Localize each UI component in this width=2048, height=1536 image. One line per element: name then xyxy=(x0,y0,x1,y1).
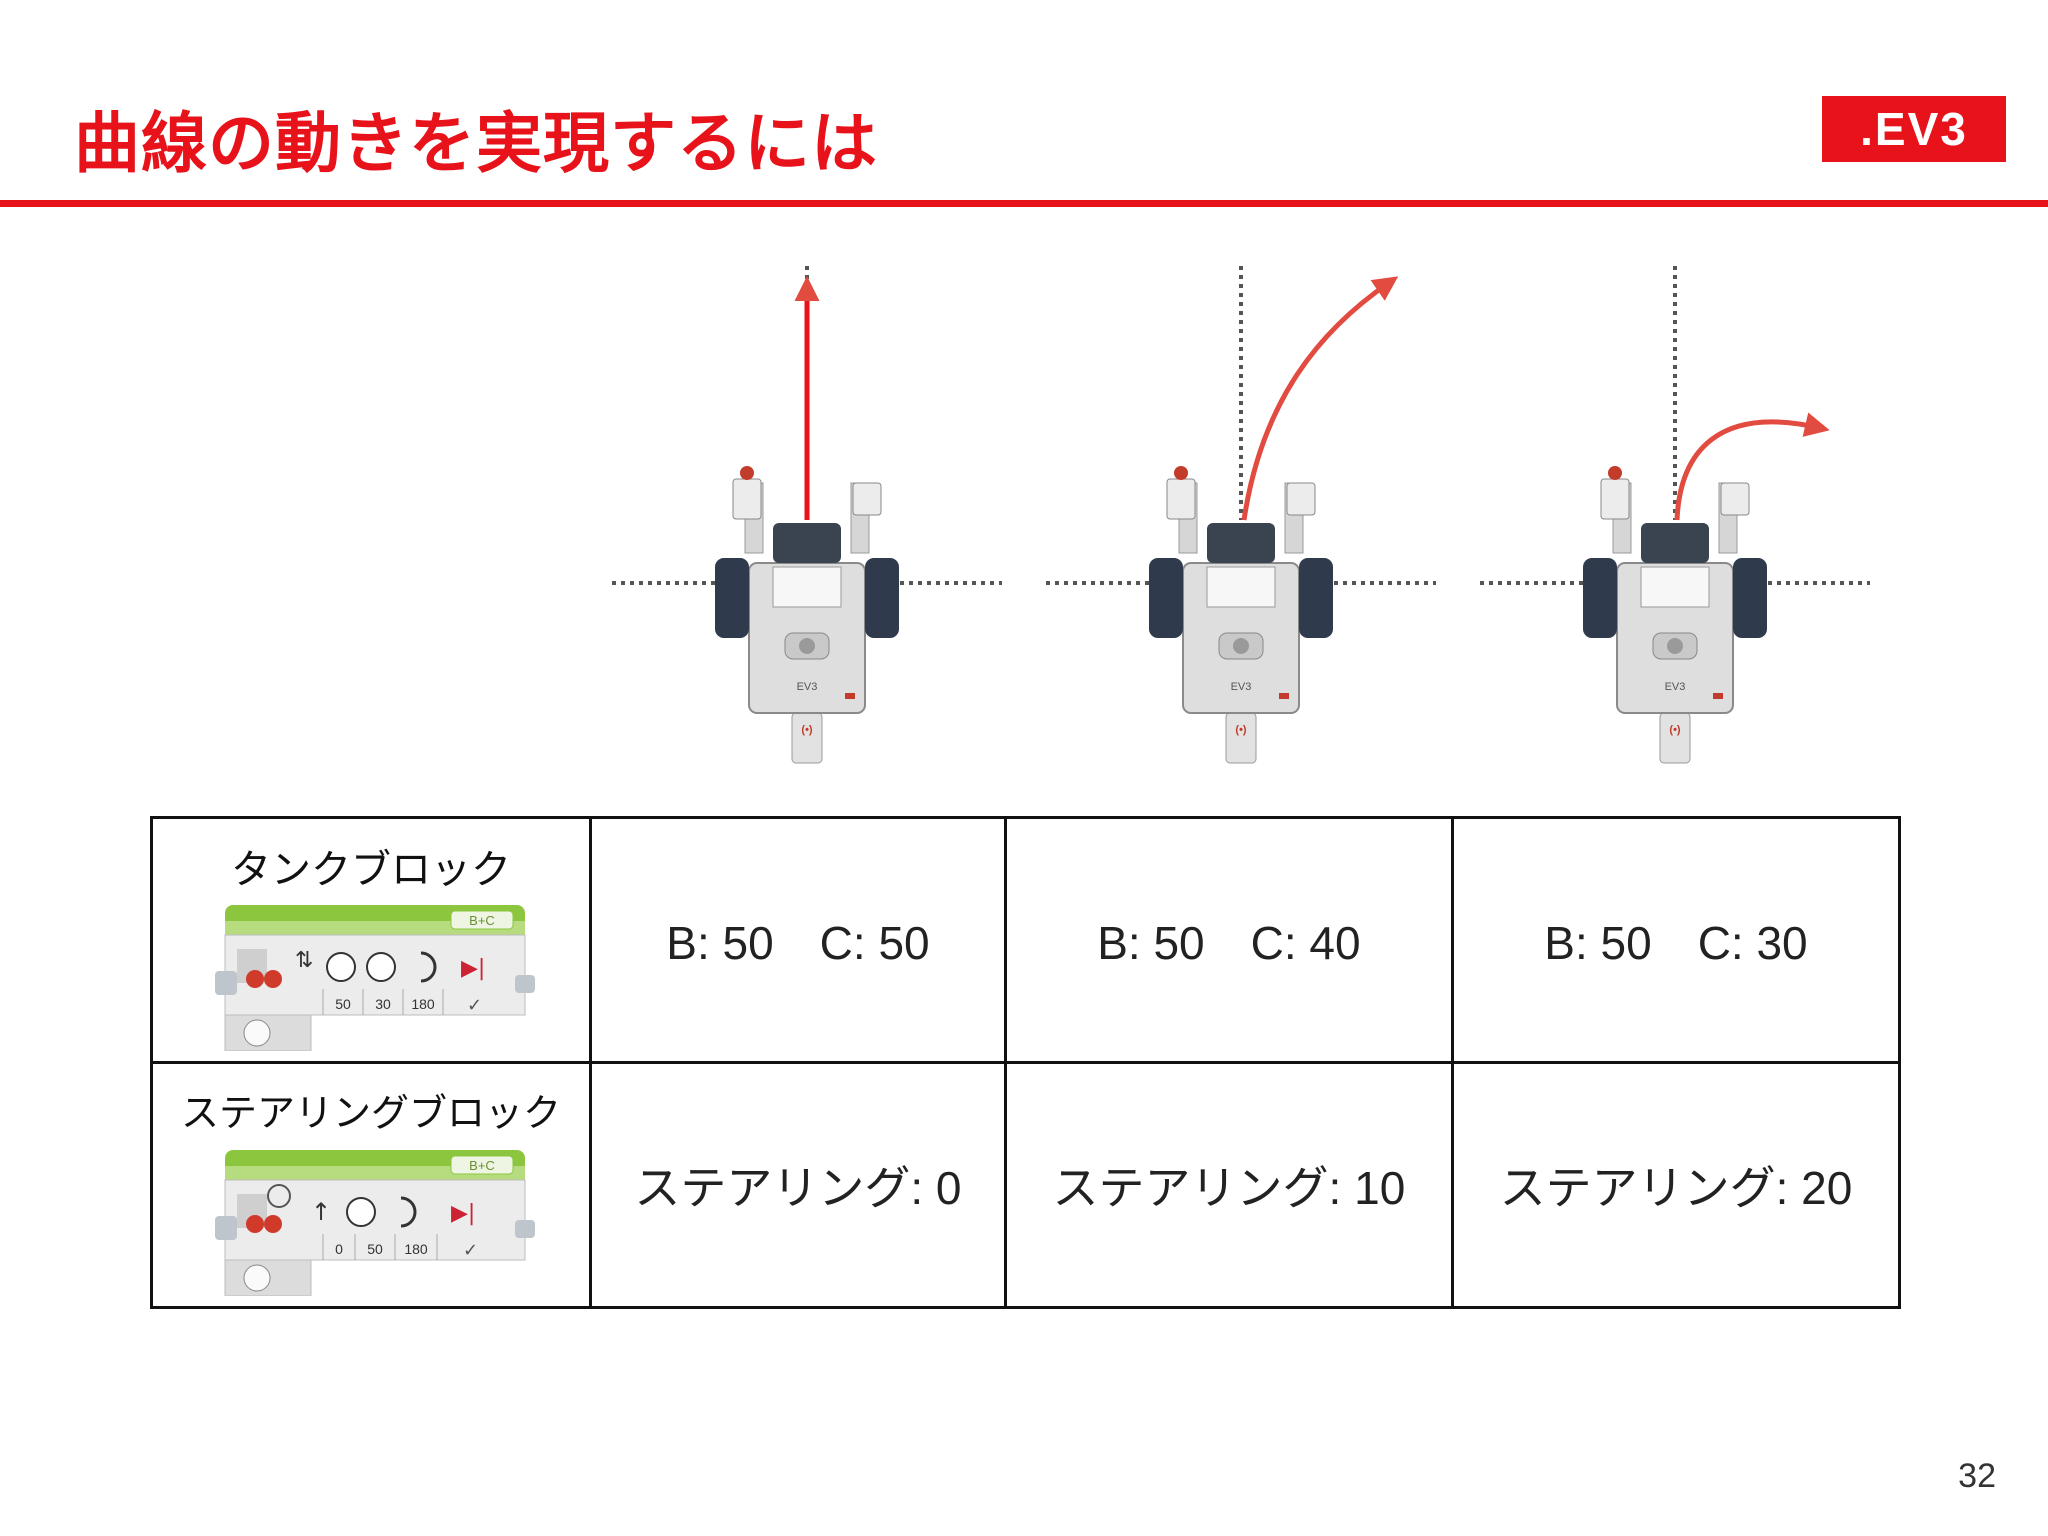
path-arrow-2 xyxy=(1241,276,1399,521)
settings-table: タンクブロック B+C ⇅ ▶| xyxy=(150,816,1902,1309)
svg-text:↑: ↑ xyxy=(311,1198,331,1226)
tank-block-icon: B+C ⇅ ▶| 50 30 180 ✓ xyxy=(215,905,535,1051)
slide-title: 曲線の動きを実現するには xyxy=(74,105,878,182)
table-row: タンクブロック B+C ⇅ ▶| xyxy=(150,816,1902,1064)
steering-port-label: B+C xyxy=(469,1158,495,1173)
svg-text:✓: ✓ xyxy=(467,995,482,1016)
steering-block-label: ステアリングブロック xyxy=(180,1091,561,1135)
tank-port-label: B+C xyxy=(469,913,495,928)
steering-block-icon: B+C ↑ ▶| 0 50 180 ✓ xyxy=(215,1150,535,1296)
page-number: 32 xyxy=(1958,1457,1996,1495)
tank-cell-1: B: 50 C: 50 xyxy=(589,816,1007,1064)
robot-label-3: EV3 xyxy=(1665,681,1686,693)
steering-cell-3: ステアリング: 20 xyxy=(1450,1061,1902,1309)
steering-value-3: 180 xyxy=(404,1241,428,1257)
steering-cell-1: ステアリング: 0 xyxy=(589,1061,1007,1309)
path-arrow-3 xyxy=(1674,412,1830,521)
robot-label-1: EV3 xyxy=(797,681,818,693)
robot-diagram: (•) EV3 EV3 EV3 xyxy=(612,266,1870,764)
title-rule xyxy=(0,200,2048,207)
svg-text:▶|: ▶| xyxy=(451,1201,475,1226)
tank-cell-3: B: 50 C: 30 xyxy=(1450,816,1902,1064)
tank-value-3: 180 xyxy=(411,996,435,1012)
tank-block-label: タンクブロック xyxy=(231,847,511,893)
tank-value-2: 30 xyxy=(375,996,391,1012)
svg-text:▶|: ▶| xyxy=(461,956,485,981)
table-row: ステアリングブロック B+C ↑ ▶| xyxy=(150,1061,1902,1309)
row-header-cell: タンクブロック B+C ⇅ ▶| xyxy=(150,816,592,1064)
robot-label-2: EV3 xyxy=(1231,681,1252,693)
steering-cell-2: ステアリング: 10 xyxy=(1003,1061,1454,1309)
row-header-cell: ステアリングブロック B+C ↑ ▶| xyxy=(150,1061,592,1309)
ev3-logo: .EV3 xyxy=(1822,96,2006,162)
svg-text:⇅: ⇅ xyxy=(295,948,313,973)
tank-cell-2: B: 50 C: 40 xyxy=(1003,816,1454,1064)
steering-value-1: 0 xyxy=(335,1241,343,1257)
steering-value-2: 50 xyxy=(367,1241,383,1257)
svg-text:✓: ✓ xyxy=(463,1240,478,1261)
tank-value-1: 50 xyxy=(335,996,351,1012)
